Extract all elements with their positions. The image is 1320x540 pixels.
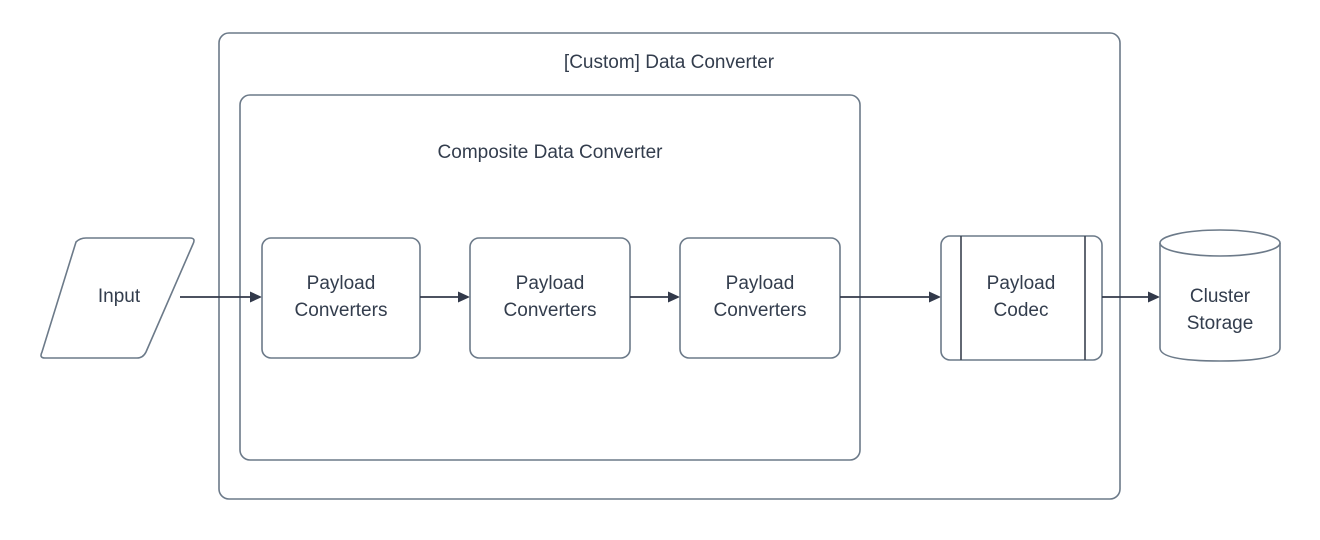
node-input-label: Input (98, 286, 141, 307)
node-payload-converters-2-label-line2: Converters (504, 300, 597, 321)
node-payload-codec[interactable]: Payload Codec (940, 235, 1103, 361)
node-cluster-storage-label-line1: Cluster (1190, 286, 1251, 307)
node-input[interactable]: Input (40, 237, 195, 359)
node-payload-converters-3-label-line2: Converters (714, 300, 807, 321)
node-payload-converters-2-border (469, 237, 631, 359)
node-cluster-storage-top-ellipse (1159, 229, 1281, 257)
node-input-border (40, 237, 195, 359)
node-cluster-storage-body-fill (1160, 243, 1280, 361)
group-custom-data-converter-border (218, 32, 1121, 500)
node-payload-converters-2-label-line1: Payload (516, 273, 585, 294)
group-composite-data-converter-border (239, 94, 861, 461)
node-cluster-storage-label-line2: Storage (1187, 313, 1254, 334)
edge-payload-converters-1-to-2-arrowhead (458, 291, 470, 303)
node-payload-converters-3[interactable]: Payload Converters (679, 237, 841, 359)
node-payload-converters-1[interactable]: Payload Converters (261, 237, 421, 359)
node-payload-converters-1-border (261, 237, 421, 359)
node-cluster-storage-body (1159, 243, 1281, 362)
edge-payload-converters-1-to-2 (420, 291, 470, 303)
node-payload-converters-1-label-line1: Payload (307, 273, 376, 294)
node-payload-codec-label-line1: Payload (987, 273, 1056, 294)
edge-payload-converters-3-to-payload-codec (840, 291, 941, 303)
node-payload-converters-3-border (679, 237, 841, 359)
node-payload-converters-3-label-line1: Payload (726, 273, 795, 294)
node-payload-codec-border (940, 235, 1103, 361)
node-payload-converters-2-fill (470, 238, 630, 358)
edge-payload-converters-3-to-payload-codec-arrowhead (929, 291, 941, 303)
node-payload-converters-2[interactable]: Payload Converters (469, 237, 631, 359)
edge-payload-codec-to-cluster-storage-arrowhead (1148, 291, 1160, 303)
edge-payload-converters-2-to-3-arrowhead (668, 291, 680, 303)
node-payload-converters-1-label-line2: Converters (295, 300, 388, 321)
node-cluster-storage-top-fill (1160, 230, 1280, 256)
node-payload-converters-1-fill (262, 238, 420, 358)
edge-input-to-payload-converters-1 (180, 291, 262, 303)
node-payload-converters-3-fill (680, 238, 840, 358)
edge-input-to-payload-converters-1-arrowhead (250, 291, 262, 303)
edge-payload-codec-to-cluster-storage (1102, 291, 1160, 303)
group-custom-data-converter-label: [Custom] Data Converter (564, 52, 775, 73)
node-payload-codec-label-line2: Codec (994, 300, 1049, 321)
edge-payload-converters-2-to-3 (630, 291, 680, 303)
node-cluster-storage[interactable]: Cluster Storage (1159, 229, 1281, 362)
node-payload-codec-fill (941, 236, 1102, 360)
group-composite-data-converter-label: Composite Data Converter (438, 142, 664, 163)
